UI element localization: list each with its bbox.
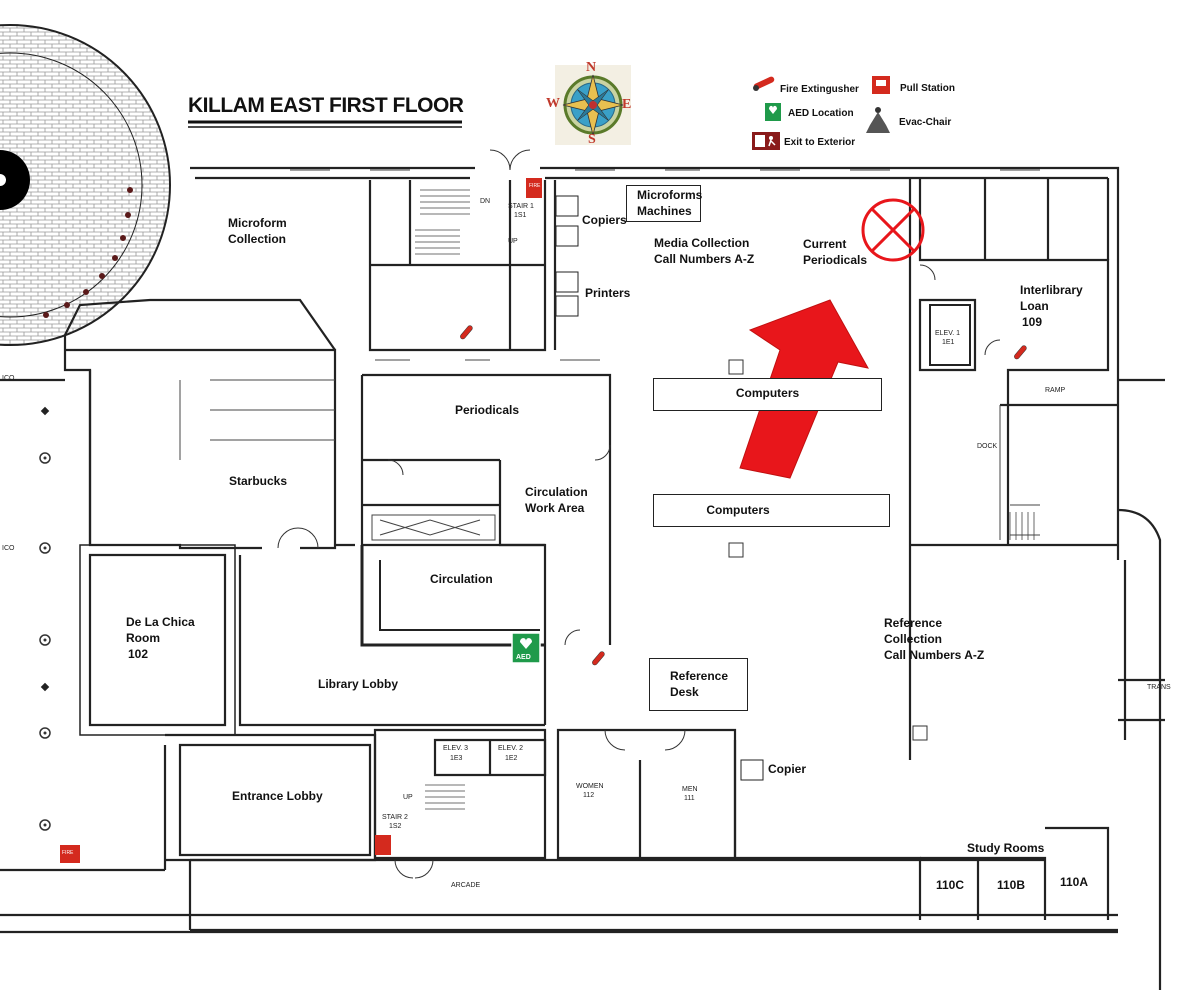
compass-north: N [586,60,597,75]
legend-evac-chair: Evac-Chair [899,117,952,128]
reference-desk-box [649,658,748,711]
room-copier: Copier [768,762,807,776]
label-elev1-num: 1E1 [942,339,955,346]
room-110a: 110A [1060,875,1089,889]
computers-box-1 [653,378,882,411]
compass-south: S [588,132,596,147]
label-fire-pull-2: FIRE [62,850,74,856]
label-men-num: 111 [684,795,695,802]
equipment-boxes [555,195,764,781]
label-dock: DOCK [977,443,998,450]
room-library-lobby: Library Lobby [318,677,399,691]
label-women-num: 112 [583,792,595,799]
compass-rose [555,65,631,145]
label-aed-sign: AED [516,654,531,661]
room-copiers: Copiers [582,213,627,227]
no-access-symbol [861,198,925,262]
legend-exit-to-exterior: Exit to Exterior [784,137,856,148]
fire-extinguisher-icon [753,76,775,91]
room-microform-collection: Microform Collection [228,216,287,246]
legend-pull-station: Pull Station [900,83,955,94]
room-110c: 110C [936,878,965,892]
label-elev3: ELEV. 3 [443,745,469,752]
room-interlibrary-loan: Interlibrary Loan 109 [1020,283,1083,329]
room-reference-desk: Reference Desk [670,669,729,699]
label-ico-top: ICO [2,375,15,382]
label-elev2-num: 1E2 [505,755,518,762]
room-reference-collection: Reference Collection Call Numbers A-Z [884,616,985,662]
room-starbucks: Starbucks [229,474,288,488]
label-stair2-num: 1S2 [389,823,402,830]
label-women: WOMEN [576,783,604,790]
room-study-rooms: Study Rooms [967,841,1045,855]
room-circulation-work-area: Circulation Work Area [525,485,588,515]
label-ramp: RAMP [1045,387,1066,394]
label-elev2: ELEV. 2 [498,745,524,752]
computers-box-2 [653,494,890,527]
room-computers-1: Computers [735,386,800,400]
aed-icon [765,103,781,121]
label-stair2: STAIR 2 [382,814,408,821]
label-dn: DN [480,198,491,205]
room-printers: Printers [585,286,631,300]
label-men: MEN [682,786,698,793]
columns [39,452,51,831]
microforms-machines-box [626,185,701,222]
room-periodicals: Periodicals [455,403,520,417]
label-up-stair1: UP [508,238,518,245]
label-arcade: ARCADE [451,882,481,889]
label-elev3-num: 1E3 [450,755,463,762]
compass-east: E [622,97,632,112]
room-computers-2: Computers [706,503,770,517]
label-stair1: STAIR 1 [508,203,534,210]
room-circulation: Circulation [430,572,493,586]
map-title: KILLAM EAST FIRST FLOOR [188,94,464,117]
exit-icon [752,132,780,150]
label-elev1: ELEV. 1 [935,330,961,337]
label-trans: TRANS [1147,684,1171,691]
room-microforms-machines: Microforms Machines [637,188,703,218]
room-110b: 110B [997,878,1026,892]
room-media-collection: Media Collection Call Numbers A-Z [654,236,755,266]
legend [752,76,890,150]
rotunda [0,24,171,346]
room-de-la-chica: De La Chica Room 102 [126,615,195,661]
room-current-periodicals: Current Periodicals [803,237,868,267]
label-ico: ICO [2,545,15,552]
room-entrance-lobby: Entrance Lobby [232,789,323,803]
label-stair1-num: 1S1 [514,212,527,219]
legend-fire-extinguisher: Fire Extingusher [780,84,859,95]
walls [0,166,1165,990]
compass-west: W [546,96,560,111]
pull-station-icon [872,76,890,94]
legend-aed-location: AED Location [788,108,854,119]
label-up-stair2: UP [403,794,413,801]
aed-icon-plan [511,632,541,664]
evac-chair-icon [866,107,890,133]
label-fire-pull-1: FIRE [529,183,541,189]
